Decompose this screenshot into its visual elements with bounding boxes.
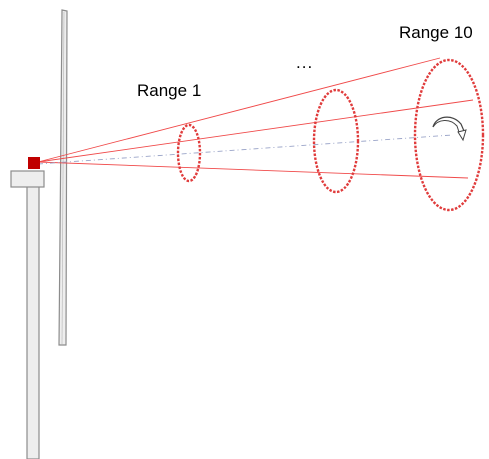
scan-ring-intermediate — [312, 88, 360, 194]
beam-center-axis — [37, 134, 453, 165]
scan-ring-range-10 — [413, 58, 485, 212]
beam-lower — [37, 161, 469, 179]
beam-upper — [37, 57, 441, 163]
scan-ring-range-1 — [176, 123, 202, 183]
turbine-blade-edge — [61, 11, 65, 345]
label-range-10: Range 10 — [399, 23, 473, 42]
label-range-1: Range 1 — [137, 81, 202, 100]
turbine-tower — [26, 185, 40, 459]
rotation-arrow-icon — [432, 116, 467, 142]
turbine-nacelle — [10, 170, 45, 188]
beam-middle — [37, 99, 474, 163]
label-ellipsis: ... — [296, 53, 314, 72]
lidar-sensor-icon — [28, 157, 40, 169]
laser-beams — [37, 57, 474, 179]
